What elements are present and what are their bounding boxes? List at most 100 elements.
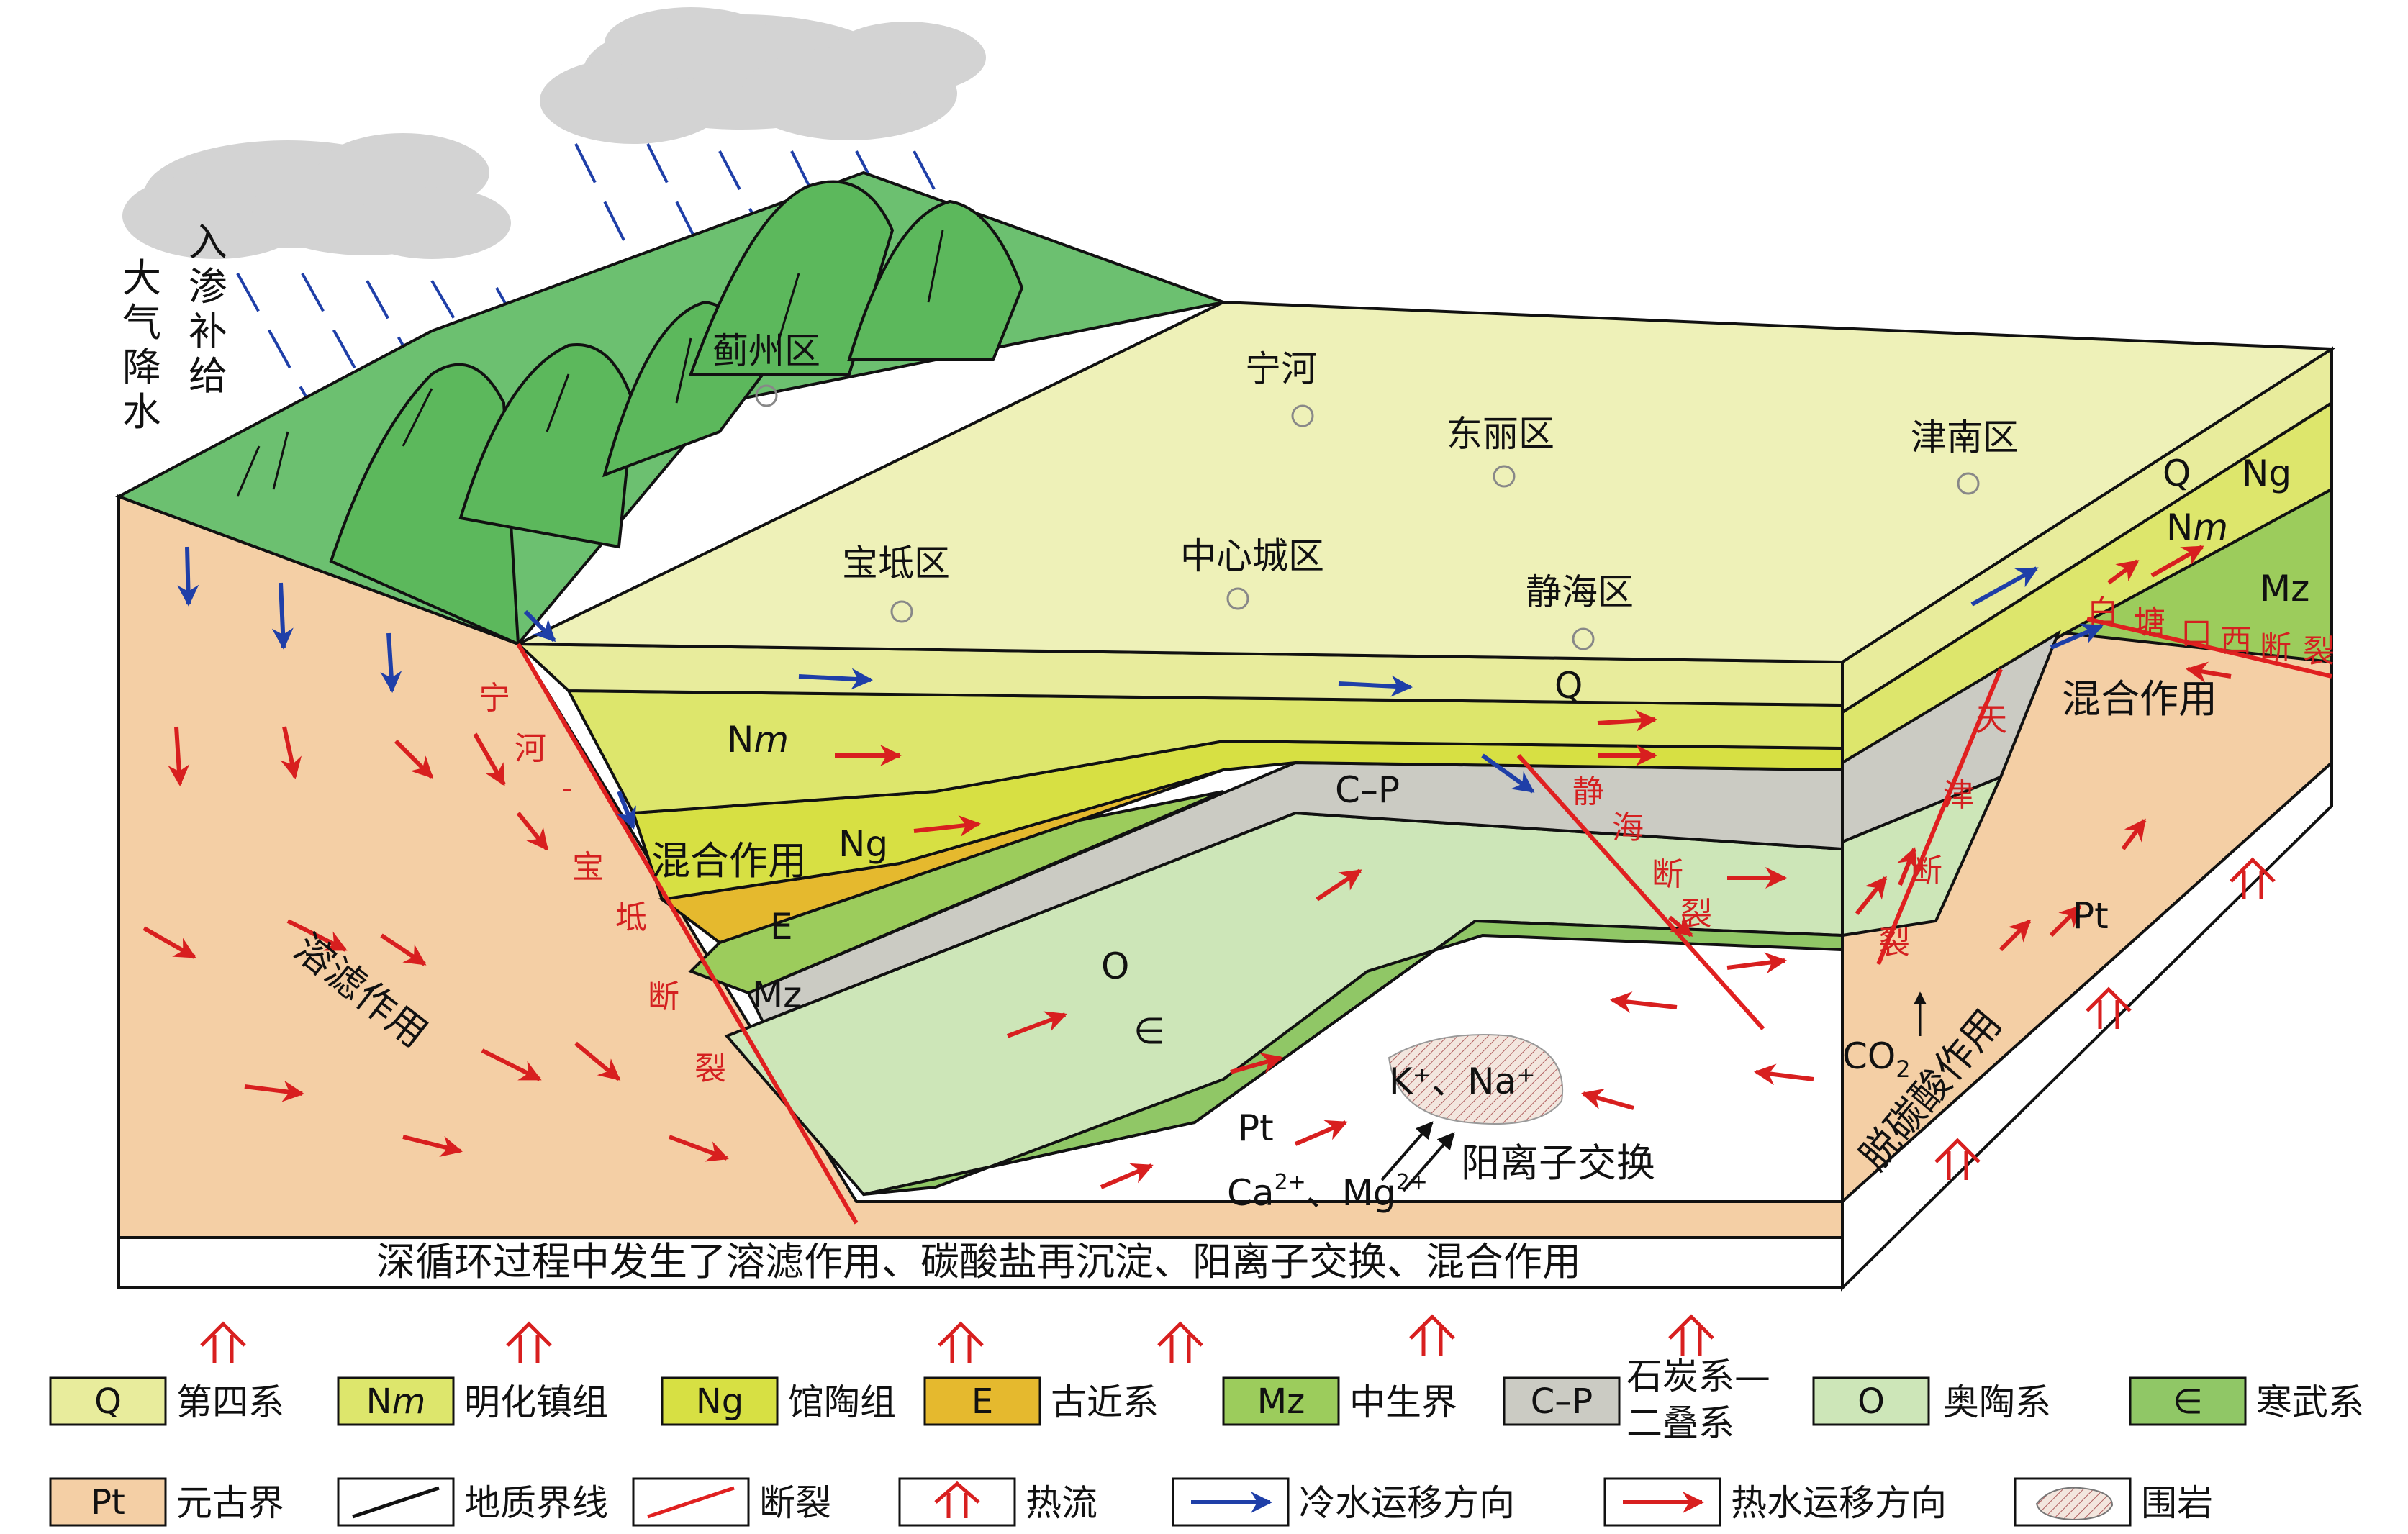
legend-name-cp-2: 二叠系	[1626, 1402, 1734, 1444]
fault-tianjin-1: 天	[1975, 702, 2007, 738]
cloud-right	[540, 7, 986, 144]
legend-item-boundary: 地质界线	[337, 1477, 608, 1527]
fault-label-tianjin: 天 津 断 裂	[1878, 702, 2007, 961]
fault-baitang-4: 西	[2220, 622, 2252, 659]
legend-item-cold-water: 冷水运移方向	[1172, 1477, 1515, 1527]
label-co2-sub: 2	[1896, 1056, 1910, 1083]
fault-baitang-1: 白	[2087, 594, 2119, 630]
city-markers	[755, 384, 1980, 650]
label-mz-right: Mz	[2260, 568, 2309, 609]
label-mz: Mz	[752, 974, 802, 1016]
label-precip-col-char: 大	[122, 255, 164, 301]
legend-item-q: Q 第四系	[49, 1376, 284, 1426]
legend-fault-line-icon	[647, 1486, 735, 1519]
label-infiltration-col-char: 给	[189, 353, 230, 399]
legend-code-nm-n: N	[366, 1381, 392, 1422]
legend-item-ng: Ng 馆陶组	[661, 1376, 896, 1426]
fault-tianjin-2: 津	[1943, 777, 1975, 814]
legend-code-nm-m: m	[392, 1381, 426, 1422]
city-ninghe: 宁河	[1245, 348, 1317, 390]
label-sep: 、	[1306, 1172, 1342, 1214]
fault-ninghe-5: 坻	[615, 899, 647, 936]
fault-ninghe-6: 断	[648, 979, 679, 1015]
label-mixing-right: 混合作用	[2062, 676, 2217, 722]
legend-boundary-line-icon	[352, 1486, 440, 1519]
label-cp: C–P	[1335, 769, 1400, 811]
legend-item-cp: C–P 石炭系— 二叠系	[1503, 1356, 1770, 1444]
label-q-right: Q	[2163, 453, 2191, 494]
surrounding-rock-patch	[1388, 1034, 1564, 1125]
legend-code-e: E	[972, 1381, 993, 1422]
fault-ninghe-2: 河	[515, 730, 546, 767]
legend-item-heat-flow: 热流	[898, 1477, 1097, 1527]
legend-rock-hatch-icon	[2035, 1487, 2114, 1521]
label-k-na: K⁺、Na⁺	[1389, 1061, 1536, 1102]
legend-name-pt: 元古界	[176, 1482, 284, 1524]
legend-name-nm: 明化镇组	[464, 1381, 608, 1423]
legend-item-surrounding-rock: 围岩	[2014, 1477, 2213, 1527]
label-q: Q	[1554, 665, 1583, 707]
legend-name-o: 奥陶系	[1943, 1381, 2051, 1423]
label-infiltration-col: 入渗补给	[189, 219, 230, 399]
legend-name-cp-1: 石炭系—	[1626, 1356, 1770, 1397]
fault-jinghai-1: 静	[1572, 773, 1604, 810]
label-pt-right: Pt	[2073, 895, 2109, 937]
base-band	[117, 1236, 1844, 1289]
legend-name-boundary: 地质界线	[464, 1482, 608, 1524]
fault-baitang-2: 塘	[2134, 604, 2165, 641]
label-mg-sup: 2+	[1396, 1170, 1428, 1195]
fault-tianjin-3: 断	[1911, 853, 1942, 889]
fault-label-ninghe: 宁 河 - 宝 坻 断 裂	[479, 680, 726, 1087]
legend-code-ng: Ng	[696, 1381, 743, 1422]
label-ca: Ca	[1227, 1172, 1275, 1214]
legend-item-pt: Pt 元古界	[49, 1477, 284, 1527]
label-ng: Ng	[838, 823, 888, 865]
label-ng-right: Ng	[2242, 453, 2291, 494]
top-surface-plain	[517, 300, 2337, 664]
label-o: O	[1101, 945, 1129, 987]
label-e: E	[770, 906, 793, 948]
legend-code-pt: Pt	[91, 1482, 125, 1522]
label-precip-col-char: 水	[122, 389, 164, 435]
city-jizhou: 蓟州区	[712, 330, 820, 372]
fault-jinghai-3: 断	[1652, 856, 1683, 893]
label-infiltration-col-char: 补	[189, 309, 230, 354]
label-precip-col: 大气降水	[122, 255, 164, 435]
label-co2-main: CO	[1842, 1035, 1896, 1077]
legend-name-mz: 中生界	[1349, 1381, 1457, 1423]
label-cambrian: ∈	[1133, 1010, 1165, 1052]
hot-water-arrows	[142, 545, 2232, 1189]
fault-ninghe-7: 裂	[694, 1050, 726, 1087]
mountain-ridges	[236, 230, 944, 497]
fault-jinghai-2: 海	[1612, 809, 1644, 846]
mountain-peaks	[329, 180, 1024, 647]
fault-label-baitang: 白 塘 口 西 断 裂	[2087, 594, 2335, 670]
label-cation-exchange: 阳离子交换	[1461, 1140, 1655, 1186]
legend-item-nm: Nm 明化镇组	[337, 1376, 608, 1426]
legend-name-heat-flow: 热流	[1026, 1482, 1097, 1524]
cation-exchange-arrows	[1380, 1121, 1455, 1192]
legend-code-nm: Nm	[366, 1381, 426, 1422]
stratum-cam-front	[863, 919, 1844, 1196]
label-nm-right: Nm	[2166, 507, 2228, 548]
fault-label-jinghai: 静 海 断 裂	[1572, 773, 1712, 932]
legend-code-cambrian: ∈	[2173, 1381, 2203, 1422]
legend-item-hot-water: 热水运移方向	[1603, 1477, 1947, 1527]
label-nm-right-n: N	[2166, 507, 2193, 548]
legend-item-fault: 断裂	[632, 1477, 831, 1527]
fault-jinghai-4: 裂	[1680, 896, 1712, 932]
heat-flow-arrows	[200, 857, 2276, 1363]
fault-baitang-3: 口	[2181, 615, 2212, 652]
label-nm-m: m	[753, 719, 789, 761]
label-infiltration-col-char: 入	[189, 219, 230, 265]
legend-name-cold-water: 冷水运移方向	[1299, 1482, 1515, 1524]
label-precip-col-char: 降	[122, 345, 164, 390]
label-pt-front: Pt	[1238, 1107, 1274, 1149]
cold-water-arrows	[177, 546, 2104, 830]
label-mixing-left: 混合作用	[651, 838, 807, 884]
label-nm: Nm	[727, 719, 789, 761]
legend-code-q: Q	[94, 1381, 122, 1422]
legend-item-mz: Mz 中生界	[1222, 1376, 1457, 1426]
label-precip-col-char: 气	[122, 300, 164, 345]
legend-item-cambrian: ∈ 寒武系	[2129, 1376, 2364, 1426]
